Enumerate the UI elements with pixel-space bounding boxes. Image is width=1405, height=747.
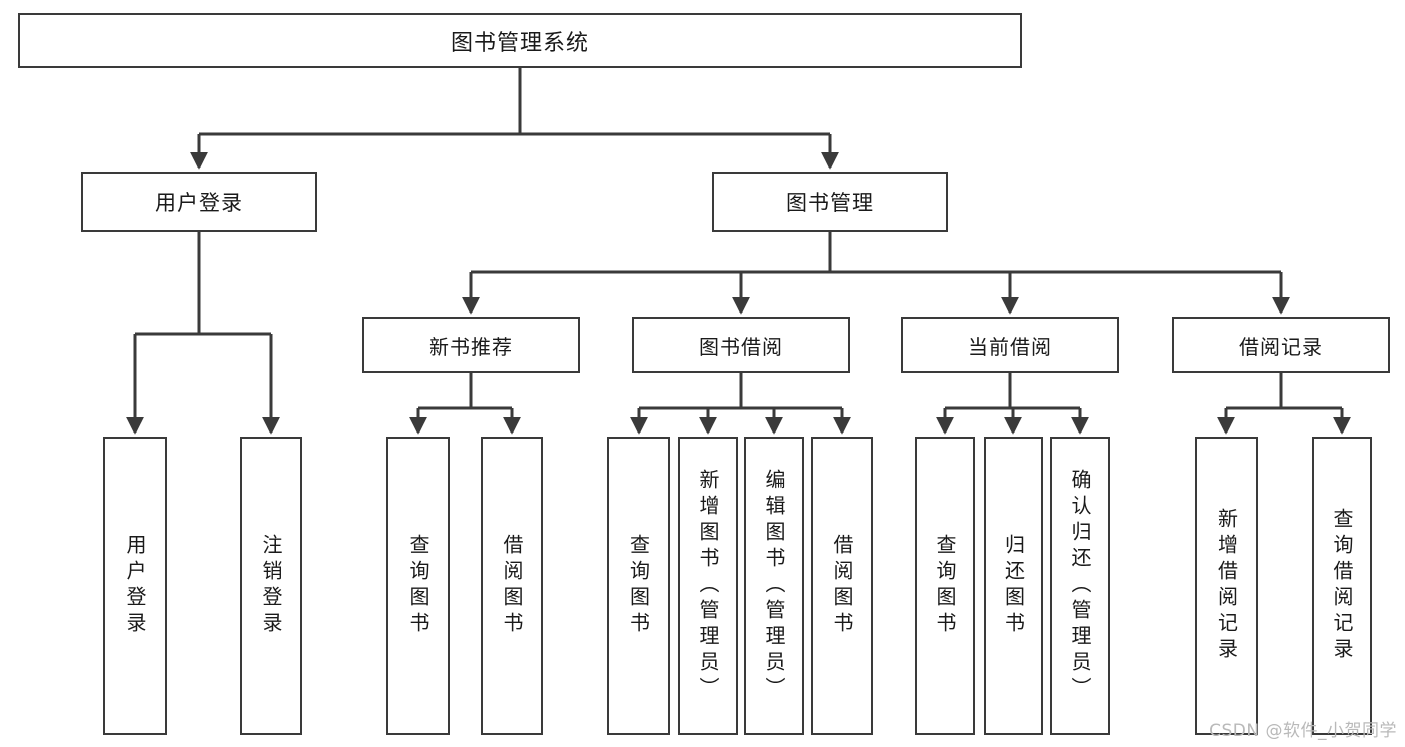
leaf-label: 用户登录	[123, 534, 147, 638]
leaf-node[interactable]: 查询图书	[607, 437, 670, 735]
leaf-label: 新增图书（管理员）	[696, 469, 720, 703]
leaf-label: 借阅图书	[830, 534, 854, 638]
leaf-label: 注销登录	[259, 534, 283, 638]
node-borrow-records[interactable]: 借阅记录	[1172, 317, 1390, 373]
leaf-node[interactable]: 编辑图书（管理员）	[744, 437, 804, 735]
leaf-label: 借阅图书	[500, 534, 524, 638]
leaf-node[interactable]: 借阅图书	[811, 437, 873, 735]
leaf-node[interactable]: 确认归还（管理员）	[1050, 437, 1110, 735]
leaf-label: 编辑图书（管理员）	[762, 469, 786, 703]
leaf-label: 归还图书	[1001, 534, 1026, 638]
node-current-borrow[interactable]: 当前借阅	[901, 317, 1119, 373]
leaf-node[interactable]: 用户登录	[103, 437, 167, 735]
leaf-label: 查询图书	[406, 534, 430, 638]
leaf-label: 新增借阅记录	[1214, 508, 1239, 664]
leaf-label: 查询图书	[933, 534, 957, 638]
node-user-login[interactable]: 用户登录	[81, 172, 317, 232]
node-root[interactable]: 图书管理系统	[18, 13, 1022, 68]
leaf-node[interactable]: 查询图书	[915, 437, 975, 735]
leaf-label: 查询图书	[626, 534, 651, 638]
leaf-node[interactable]: 借阅图书	[481, 437, 543, 735]
leaf-node[interactable]: 查询图书	[386, 437, 450, 735]
leaf-node[interactable]: 查询借阅记录	[1312, 437, 1372, 735]
watermark-text: CSDN @软件_小贺同学	[1209, 721, 1397, 741]
node-book-borrow[interactable]: 图书借阅	[632, 317, 850, 373]
leaf-node[interactable]: 新增借阅记录	[1195, 437, 1258, 735]
leaf-node[interactable]: 新增图书（管理员）	[678, 437, 738, 735]
node-book-management[interactable]: 图书管理	[712, 172, 948, 232]
node-new-book-recommend[interactable]: 新书推荐	[362, 317, 580, 373]
leaf-label: 确认归还（管理员）	[1068, 469, 1092, 703]
leaf-node[interactable]: 注销登录	[240, 437, 302, 735]
leaf-label: 查询借阅记录	[1330, 508, 1354, 664]
leaf-node[interactable]: 归还图书	[984, 437, 1043, 735]
